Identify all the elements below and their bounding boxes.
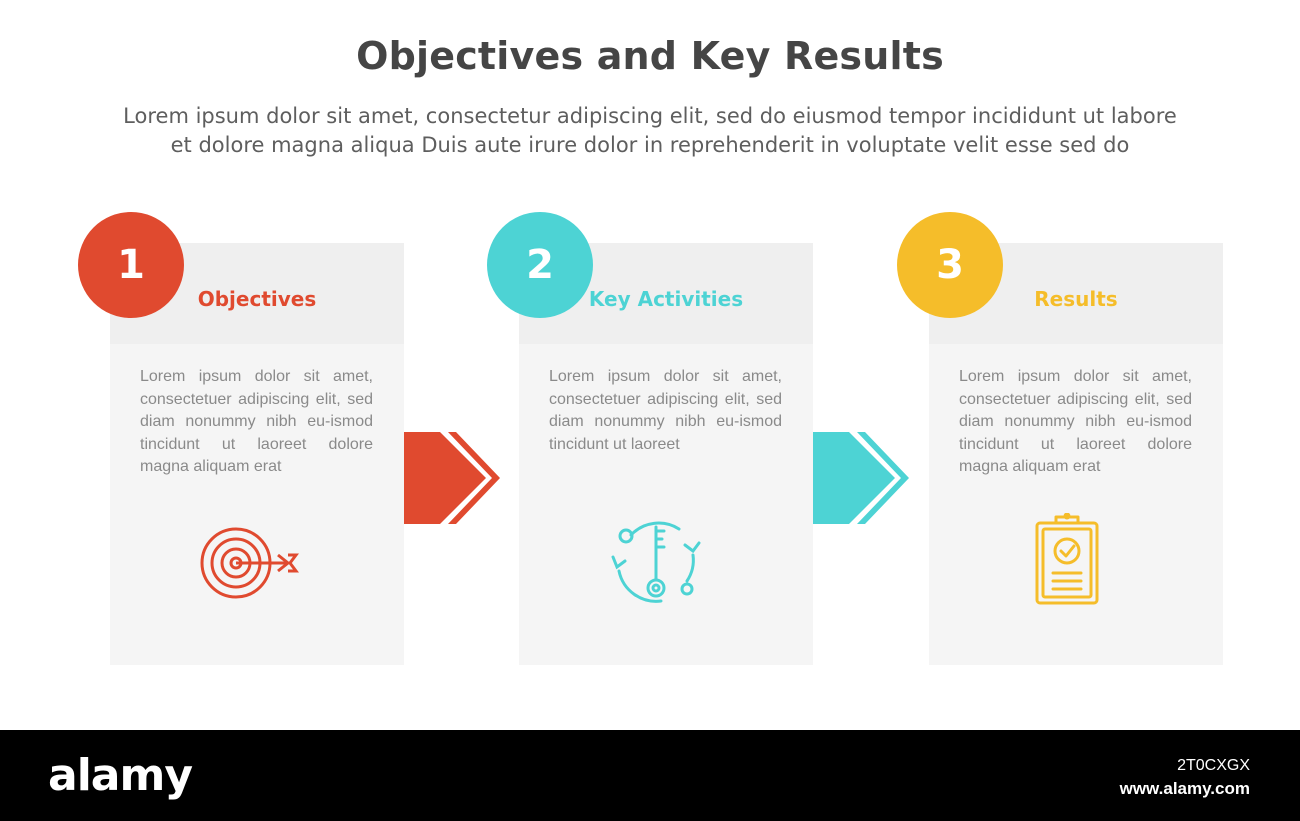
site-url: www.alamy.com — [1119, 779, 1250, 798]
page-subtitle: Lorem ipsum dolor sit amet, consectetur … — [60, 102, 1240, 160]
key-cycle-icon — [611, 521, 701, 603]
image-id: 2T0CXGX — [1177, 757, 1250, 774]
step-number-badge-3: 3 — [897, 212, 1003, 318]
card-description: Lorem ipsum dolor sit amet, consectetuer… — [959, 368, 1192, 475]
card-description: Lorem ipsum dolor sit amet, consectetuer… — [140, 368, 373, 475]
page-title: Objectives and Key Results — [356, 34, 944, 78]
card-title: Key Activities — [588, 287, 744, 311]
stock-watermark-bar: alamy 2T0CXGX www.alamy.com — [0, 730, 1300, 821]
alamy-logo: alamy — [48, 750, 193, 801]
subtitle-line-1: Lorem ipsum dolor sit amet, consectetur … — [123, 104, 1177, 128]
card-title: Results — [1034, 287, 1118, 311]
step-card-objectives: Objectives Lorem ipsum dolor sit amet, c… — [110, 243, 404, 665]
target-arrow-icon — [200, 527, 299, 599]
connector-arrow-1 — [404, 432, 500, 524]
subtitle-line-2: et dolore magna aliqua Duis aute irure d… — [170, 133, 1130, 157]
card-title: Objectives — [197, 287, 317, 311]
step-number-badge-2: 2 — [487, 212, 593, 318]
image-credit: 2T0CXGX www.alamy.com — [1120, 754, 1250, 800]
clipboard-check-icon — [1035, 513, 1099, 605]
connector-arrow-2 — [813, 432, 909, 524]
step-card-results: Results Lorem ipsum dolor sit amet, cons… — [929, 243, 1223, 665]
step-number-badge-1: 1 — [78, 212, 184, 318]
card-description: Lorem ipsum dolor sit amet, consectetuer… — [549, 368, 782, 453]
